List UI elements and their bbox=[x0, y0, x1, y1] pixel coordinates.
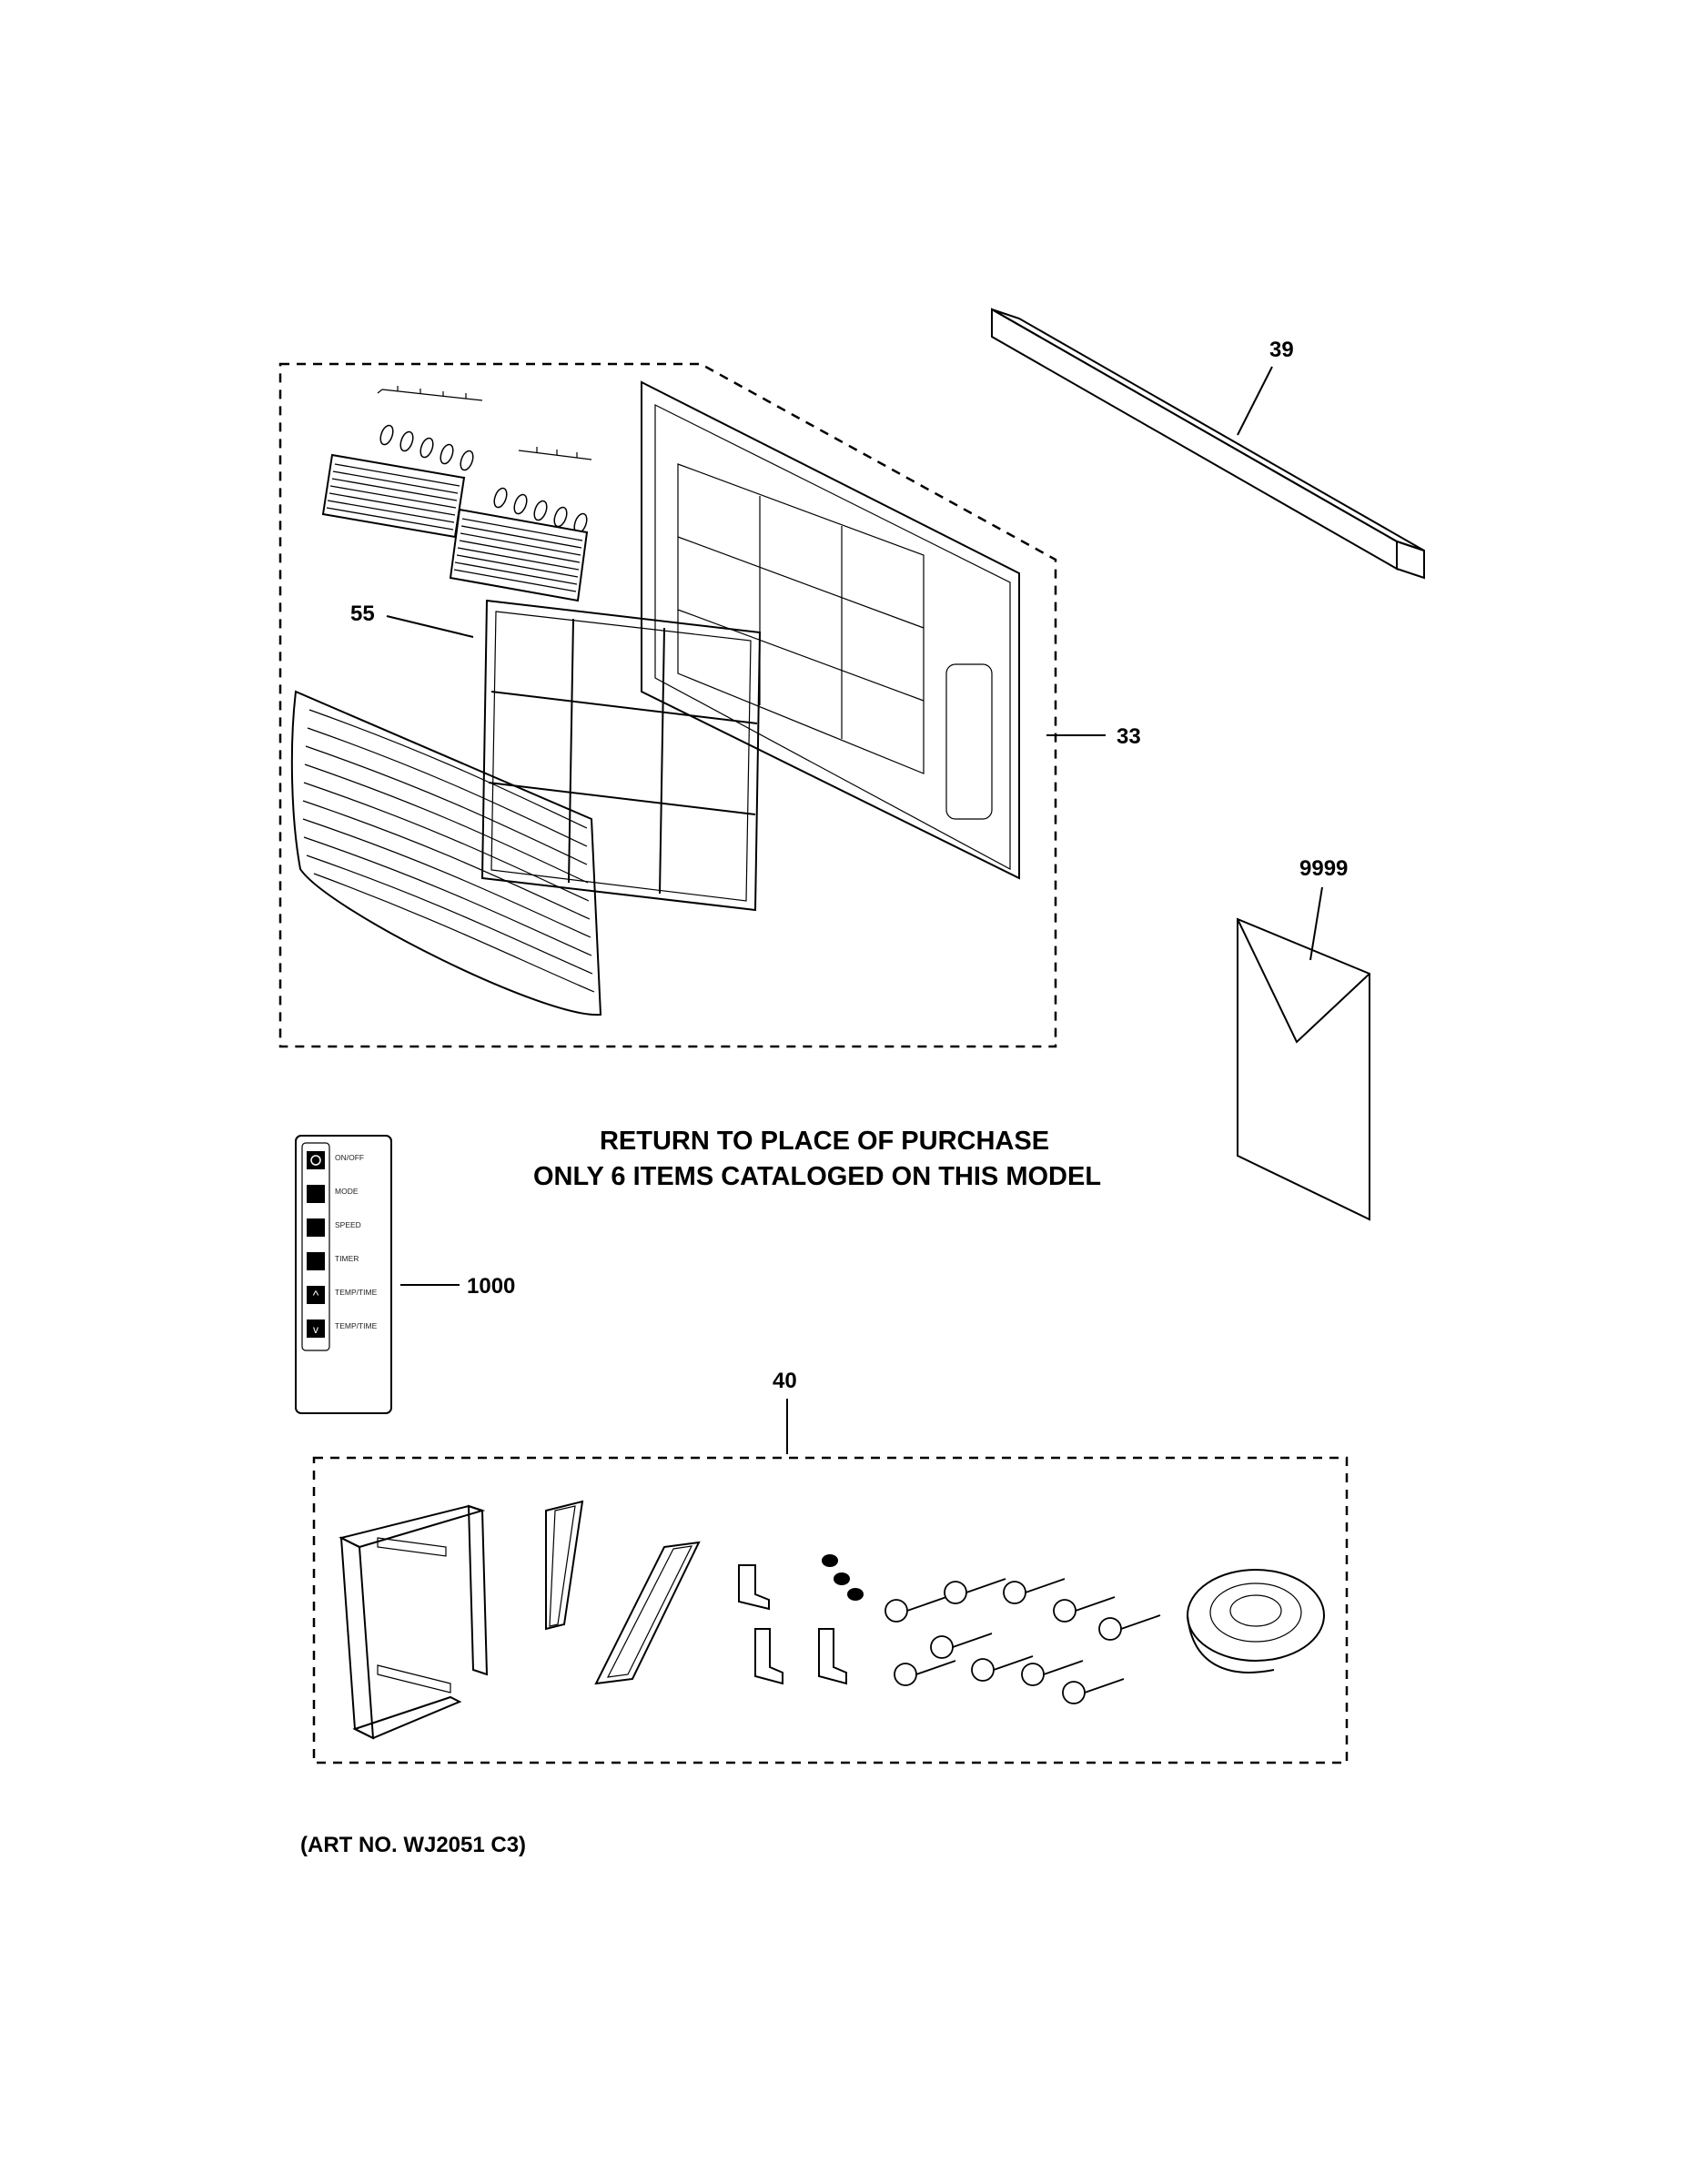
assembly-group-outline bbox=[278, 362, 1057, 1048]
remote-button-label: TIMER bbox=[335, 1254, 359, 1263]
part-label-1000: 1000 bbox=[467, 1274, 515, 1299]
part-label-9999: 9999 bbox=[1299, 856, 1348, 881]
louver-assembly bbox=[321, 386, 592, 602]
remote-button-label: ON/OFF bbox=[335, 1153, 364, 1162]
notice-line-1: RETURN TO PLACE OF PURCHASE bbox=[600, 1127, 1049, 1156]
leader-lines bbox=[386, 366, 1323, 1454]
chevron-up-icon: ^ bbox=[313, 1288, 319, 1302]
front-grille bbox=[290, 690, 602, 1016]
top-trim-strip bbox=[991, 308, 1425, 580]
art-number: (ART NO. WJ2051 C3) bbox=[300, 1833, 526, 1857]
part-label-40: 40 bbox=[773, 1369, 797, 1393]
remote-buttons: ^ v ON/OFF MODE SPEED TIMER TEMP/TIME TE… bbox=[307, 1151, 378, 1338]
chevron-down-icon: v bbox=[313, 1323, 318, 1336]
literature-envelope bbox=[1237, 917, 1370, 1221]
notice-line-2: ONLY 6 ITEMS CATALOGED ON THIS MODEL bbox=[533, 1162, 1101, 1191]
remote-button-label: TEMP/TIME bbox=[335, 1288, 378, 1297]
part-label-39: 39 bbox=[1269, 338, 1294, 362]
part-label-55: 55 bbox=[350, 602, 375, 626]
air-filter bbox=[480, 599, 762, 912]
remote-control: ^ v ON/OFF MODE SPEED TIMER TEMP/TIME TE… bbox=[295, 1135, 392, 1414]
remote-button-label: TEMP/TIME bbox=[335, 1321, 378, 1330]
remote-button-label: SPEED bbox=[335, 1220, 361, 1229]
power-icon bbox=[310, 1155, 321, 1166]
remote-button-label: MODE bbox=[335, 1187, 359, 1196]
front-frame bbox=[641, 380, 1020, 880]
install-kit-outline bbox=[312, 1456, 1349, 1764]
part-label-33: 33 bbox=[1117, 724, 1141, 749]
installation-kit bbox=[339, 1500, 1325, 1740]
